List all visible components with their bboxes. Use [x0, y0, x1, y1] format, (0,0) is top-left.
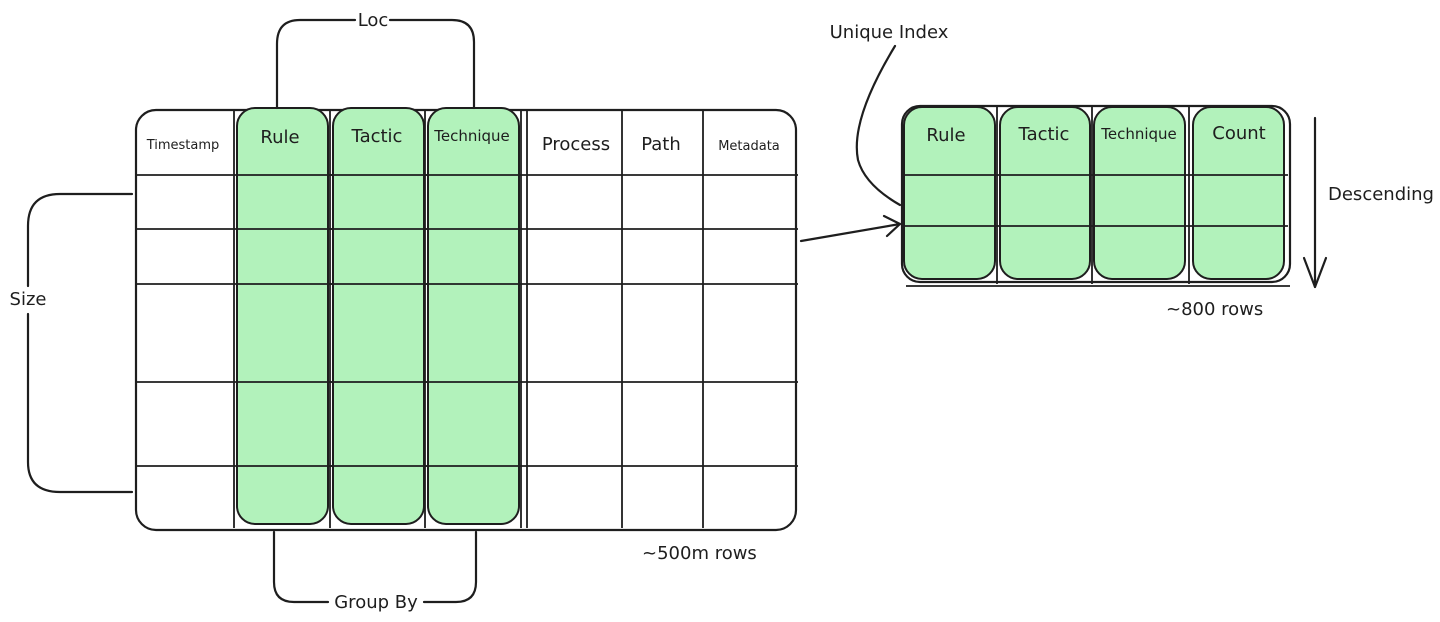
result-row-count: ~800 rows [1166, 299, 1263, 320]
source-row-count: ~500m rows [642, 543, 757, 564]
highlight-rule-column [236, 107, 329, 525]
result-count-column [1192, 106, 1285, 280]
result-technique-column [1093, 106, 1186, 280]
loc-bracket [275, 18, 476, 110]
header-path: Path [641, 134, 681, 155]
result-header-rule: Rule [926, 125, 965, 146]
source-table: Timestamp Rule Tactic Technique Process … [134, 107, 798, 532]
highlight-technique-column [427, 107, 520, 525]
group-by-label: Group By [334, 592, 418, 613]
result-rule-column [903, 106, 996, 280]
header-process: Process [542, 134, 610, 155]
header-metadata: Metadata [718, 139, 780, 154]
loc-label: Loc [358, 10, 389, 31]
header-tactic: Tactic [351, 126, 403, 147]
green-row-lines [237, 174, 519, 467]
unique-index-pointer [855, 44, 902, 207]
header-technique: Technique [433, 127, 510, 145]
result-header-count: Count [1212, 123, 1265, 144]
size-label: Size [10, 289, 47, 310]
header-rule: Rule [260, 127, 299, 148]
group-by-bracket [272, 530, 478, 604]
highlight-tactic-column [332, 107, 425, 525]
unique-index-label: Unique Index [830, 22, 949, 43]
result-table-border [900, 104, 1292, 284]
result-tactic-column [999, 106, 1091, 280]
result-header-tactic: Tactic [1018, 124, 1070, 145]
descending-arrow [1302, 116, 1328, 289]
result-table: Rule Tactic Technique Count [900, 104, 1292, 287]
descending-label: Descending [1328, 184, 1434, 205]
transform-arrow [799, 214, 902, 243]
result-header-technique: Technique [1100, 125, 1177, 143]
header-timestamp: Timestamp [146, 138, 220, 153]
size-bracket [26, 192, 134, 494]
